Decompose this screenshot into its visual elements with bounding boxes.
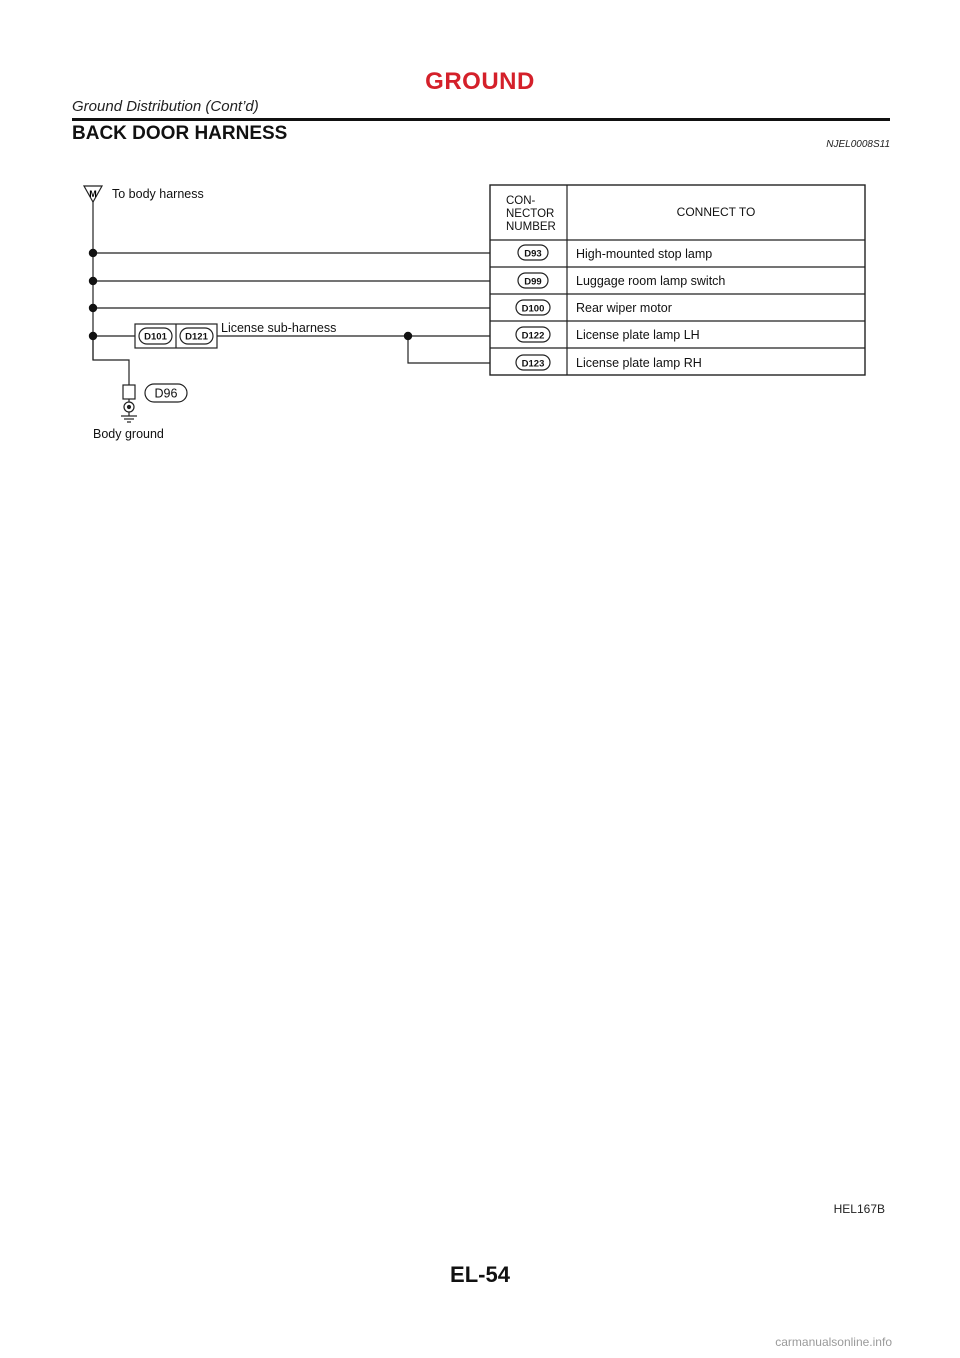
junction-dot bbox=[88, 248, 98, 258]
connector-label-d96: D96 bbox=[155, 387, 178, 401]
page-header-title: GROUND bbox=[425, 68, 535, 95]
connector-label-d100: D100 bbox=[522, 304, 545, 315]
connector-pill-d122 bbox=[515, 326, 551, 343]
connector-pill-d96 bbox=[144, 383, 188, 403]
header-connector-number-line2: NECTOR bbox=[506, 208, 554, 220]
connector-pill-d93 bbox=[517, 244, 549, 261]
connector-pill-d99 bbox=[517, 272, 549, 289]
source-label: To body harness bbox=[112, 187, 204, 201]
figure-reference-code: HEL167B bbox=[833, 1202, 885, 1216]
sub-harness-label: License sub-harness bbox=[221, 321, 336, 335]
junction-dot bbox=[88, 331, 98, 341]
connector-label-d123: D123 bbox=[522, 359, 545, 370]
connector-pill-d121 bbox=[179, 327, 214, 345]
branch-wire-d123 bbox=[407, 336, 490, 364]
connector-label-d99: D99 bbox=[524, 277, 541, 288]
connector-label-d93: D93 bbox=[524, 249, 541, 260]
connect-to-d100: Rear wiper motor bbox=[576, 301, 672, 315]
connector-label-d101: D101 bbox=[144, 332, 167, 343]
connector-pill-d101 bbox=[138, 327, 173, 345]
connector-label-d121: D121 bbox=[185, 332, 208, 343]
section-title: BACK DOOR HARNESS bbox=[72, 123, 288, 144]
ground-label: Body ground bbox=[93, 427, 164, 441]
harness-diagram: M To body harness CON- NECTOR NUMBER CON… bbox=[82, 184, 866, 441]
header-connector-number-line1: CON- bbox=[506, 195, 536, 207]
junction-dot bbox=[88, 276, 98, 286]
header-connector-number-line3: NUMBER bbox=[506, 221, 556, 233]
junction-dot bbox=[88, 303, 98, 313]
connector-pill-d123 bbox=[515, 354, 551, 371]
header-divider bbox=[72, 118, 890, 121]
connect-to-d122: License plate lamp LH bbox=[576, 328, 700, 342]
header-connect-to: CONNECT TO bbox=[677, 205, 756, 219]
watermark: carmanualsonline.info bbox=[775, 1335, 892, 1349]
connector-label-d122: D122 bbox=[522, 331, 545, 342]
connect-to-d99: Luggage room lamp switch bbox=[576, 274, 725, 288]
page-header-subtitle: Ground Distribution (Cont’d) bbox=[72, 98, 259, 115]
connector-pill-d100 bbox=[515, 299, 551, 316]
source-marker-letter: M bbox=[89, 189, 97, 199]
page-number: EL-54 bbox=[450, 1262, 510, 1287]
section-code: NJEL0008S11 bbox=[826, 139, 890, 150]
source-marker-icon bbox=[82, 185, 104, 204]
connector-table bbox=[489, 184, 866, 376]
connect-to-d123: License plate lamp RH bbox=[576, 356, 702, 370]
ground-connector-square bbox=[122, 384, 136, 400]
connect-to-d93: High-mounted stop lamp bbox=[576, 247, 712, 261]
junction-dot bbox=[403, 331, 413, 341]
ground-wire bbox=[92, 336, 130, 385]
